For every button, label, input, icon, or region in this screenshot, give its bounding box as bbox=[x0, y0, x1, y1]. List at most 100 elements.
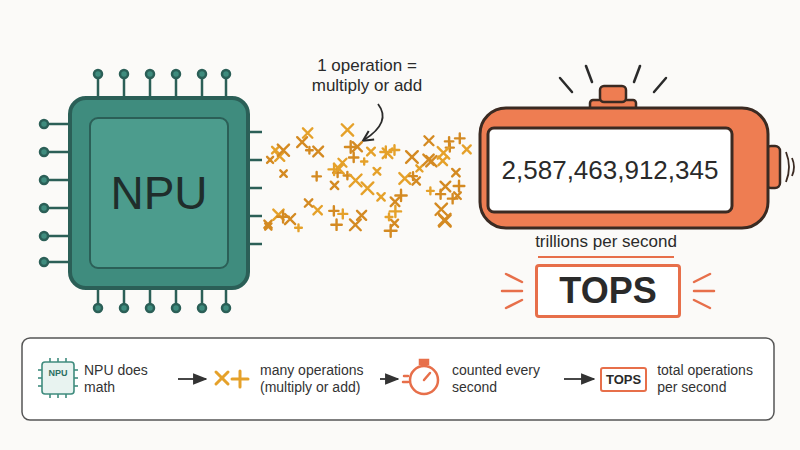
flow-arrow bbox=[380, 378, 398, 380]
ops-icon bbox=[216, 372, 228, 384]
operation-mark bbox=[272, 147, 279, 154]
chip-pins bbox=[146, 304, 154, 312]
chip-pins bbox=[46, 123, 70, 126]
stopwatch-icon bbox=[403, 360, 438, 394]
counter-ticks bbox=[654, 78, 666, 92]
chip-icon bbox=[42, 362, 74, 394]
chip-icon bbox=[38, 358, 78, 398]
unit-label: trillions per second bbox=[510, 232, 702, 252]
chip-pins bbox=[248, 243, 262, 246]
counter-body bbox=[480, 86, 794, 228]
icon-label: TOPS bbox=[600, 367, 647, 392]
operation-mark bbox=[383, 148, 393, 158]
operation-mark bbox=[427, 187, 434, 194]
chip-pins bbox=[172, 304, 180, 312]
operation-mark bbox=[331, 219, 341, 229]
operation-mark bbox=[267, 157, 273, 163]
sparks bbox=[694, 300, 710, 308]
underline bbox=[538, 256, 674, 258]
operation-mark bbox=[386, 214, 393, 221]
operation-mark bbox=[391, 197, 400, 206]
operation-mark bbox=[454, 192, 461, 199]
chip-pins bbox=[40, 148, 48, 156]
operation-mark bbox=[297, 137, 307, 147]
operation-mark bbox=[455, 134, 465, 144]
operation-mark bbox=[423, 155, 433, 165]
callout-note: 1 operation = multiply or add bbox=[292, 56, 442, 97]
operation-mark bbox=[416, 165, 422, 171]
stopwatch-icon bbox=[424, 373, 430, 380]
ops-icon bbox=[232, 378, 248, 381]
counter-ticks bbox=[586, 66, 592, 82]
operation-mark bbox=[357, 211, 366, 220]
chip-pins bbox=[201, 76, 204, 98]
chip-pins bbox=[46, 207, 70, 210]
chip-pins bbox=[40, 258, 48, 266]
counter-body bbox=[786, 152, 794, 182]
operation-mark bbox=[391, 220, 398, 227]
operation-mark bbox=[303, 128, 312, 137]
chip-pins bbox=[222, 304, 230, 312]
chip-pins bbox=[198, 70, 206, 78]
leader-arrow bbox=[364, 104, 383, 140]
chip-pins bbox=[120, 70, 128, 78]
operation-mark bbox=[349, 153, 358, 162]
flow-arrow bbox=[178, 378, 206, 380]
operation-mark bbox=[436, 204, 447, 215]
chip-body bbox=[70, 98, 248, 288]
step-tops: TOPStotal operations per second bbox=[596, 350, 768, 408]
chip-pins bbox=[40, 232, 48, 240]
chip-pins bbox=[40, 120, 48, 128]
chip-pins bbox=[94, 304, 102, 312]
chip-pins bbox=[120, 304, 128, 312]
summary-band bbox=[22, 338, 774, 420]
flow-arrow bbox=[564, 378, 594, 380]
chip-pins bbox=[46, 151, 70, 154]
operation-mark bbox=[306, 147, 313, 154]
stopwatch-icon bbox=[410, 366, 438, 394]
chip-pins bbox=[248, 187, 262, 190]
icon-label: NPU bbox=[42, 369, 74, 378]
operation-mark bbox=[377, 193, 384, 200]
node-text: counted every second bbox=[452, 362, 562, 397]
operation-mark bbox=[390, 206, 401, 217]
counter-body bbox=[488, 128, 732, 212]
operation-mark bbox=[438, 147, 450, 159]
underline bbox=[538, 257, 674, 258]
operation-mark bbox=[312, 172, 321, 181]
operation-mark bbox=[285, 214, 295, 224]
sparks bbox=[506, 300, 522, 308]
operation-mark bbox=[409, 172, 417, 180]
operation-mark bbox=[424, 136, 433, 145]
counter-ticks bbox=[560, 78, 572, 92]
operation-mark bbox=[406, 151, 418, 163]
sparks bbox=[502, 290, 522, 293]
operation-mark bbox=[350, 175, 362, 187]
operation-mark bbox=[295, 224, 302, 231]
counter-display: 2,587,463,912,345 bbox=[494, 134, 726, 206]
operation-mark bbox=[345, 141, 357, 153]
counter-body bbox=[600, 86, 626, 102]
chip-pins bbox=[46, 179, 70, 182]
operation-mark bbox=[361, 158, 367, 164]
chip-pins bbox=[40, 204, 48, 212]
chip-pins bbox=[225, 76, 228, 98]
node-text: 2,587,463,912,345 bbox=[502, 156, 719, 185]
counter-body bbox=[480, 108, 768, 228]
chip-pins bbox=[248, 159, 262, 162]
chip-pins bbox=[146, 70, 154, 78]
stopwatch-icon bbox=[403, 381, 408, 384]
operation-mark bbox=[338, 209, 347, 218]
node-text: NPU bbox=[110, 168, 207, 219]
operation-mark bbox=[265, 223, 271, 229]
chip-pins bbox=[46, 235, 70, 238]
operation-mark bbox=[439, 214, 451, 226]
chip-body bbox=[70, 98, 248, 288]
operation-mark bbox=[313, 206, 321, 214]
ops-icon bbox=[216, 371, 248, 387]
operation-mark bbox=[452, 169, 460, 177]
sparks bbox=[506, 274, 522, 282]
operation-mark bbox=[367, 148, 375, 156]
operation-mark bbox=[385, 225, 397, 237]
operation-mark bbox=[334, 164, 344, 174]
